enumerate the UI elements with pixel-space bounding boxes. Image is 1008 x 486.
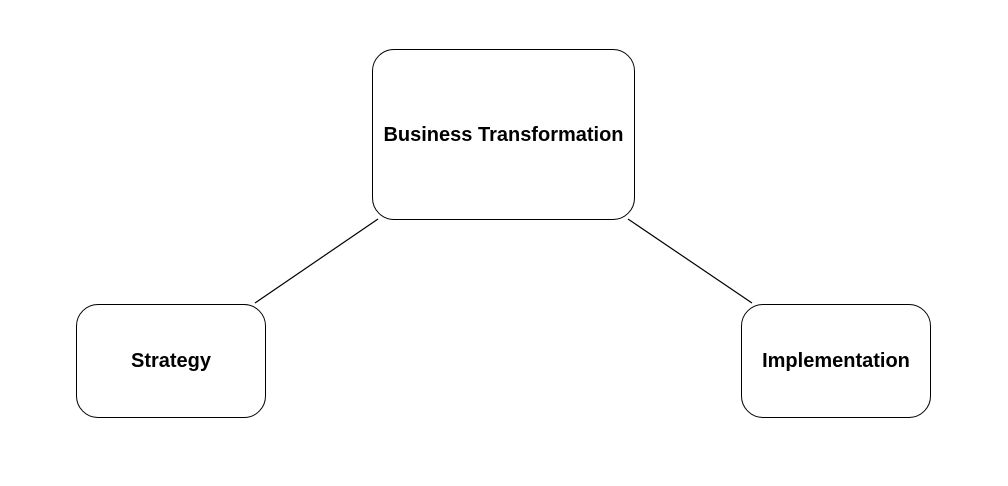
node-implementation: Implementation xyxy=(741,304,931,418)
node-label-strategy: Strategy xyxy=(130,350,212,372)
connector-root-to-implementation xyxy=(627,218,753,304)
connector-root-to-strategy xyxy=(254,218,379,304)
node-business-transformation: Business Transformation xyxy=(372,49,635,220)
node-label-business-transformation: Business Transformation xyxy=(383,123,624,146)
node-strategy: Strategy xyxy=(76,304,266,418)
node-label-implementation: Implementation xyxy=(762,350,910,372)
